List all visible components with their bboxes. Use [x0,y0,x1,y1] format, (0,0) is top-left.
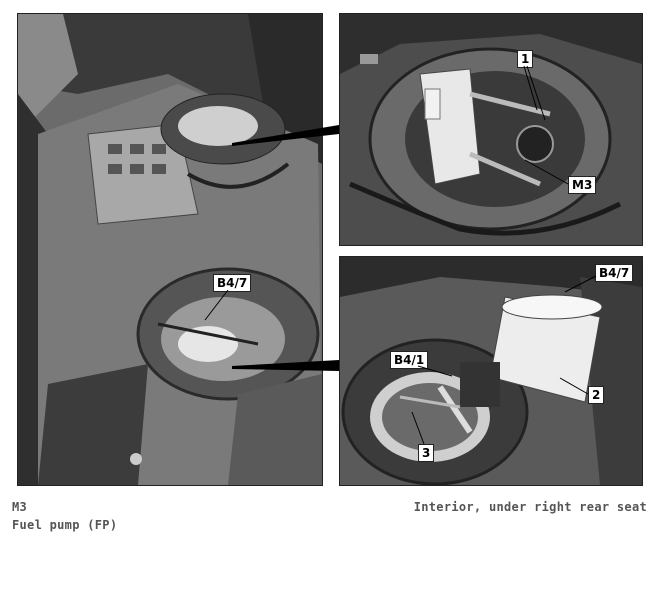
component-name: Fuel pump (FP) [12,518,118,532]
callout-2: 2 [588,386,605,404]
callout-m3: M3 [568,176,597,194]
callout-3: 3 [418,444,435,462]
photo-fuel-pump-removed [339,256,643,486]
component-location: Interior, under right rear seat [413,500,647,514]
callout-b4-7-main: B4/7 [213,274,252,292]
component-code: M3 [12,500,28,514]
callout-1: 1 [517,50,534,68]
callout-b4-1: B4/1 [390,351,429,369]
photo-rear-seat-area [17,13,323,486]
callout-b4-7-bottom: B4/7 [595,264,634,282]
photo-fuel-pump-closeup [339,13,643,246]
